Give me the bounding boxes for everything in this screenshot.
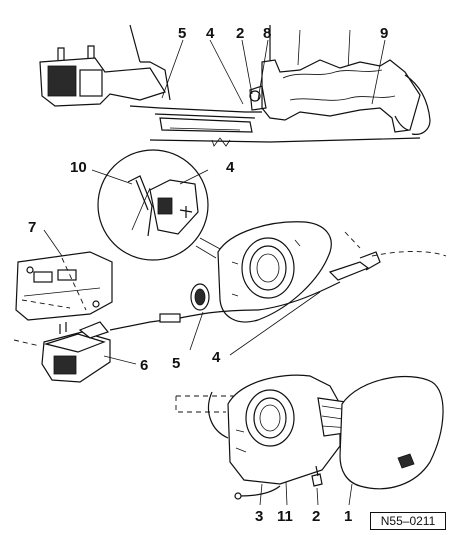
callout-6: 6 bbox=[140, 357, 148, 374]
callout-10: 10 bbox=[70, 159, 87, 176]
filler-housing-middle: 5 4 bbox=[109, 221, 447, 372]
body-section-view: 5 4 2 8 9 bbox=[39, 24, 431, 147]
callout-8-top: 8 bbox=[263, 25, 271, 42]
callout-4-middle: 4 bbox=[212, 349, 221, 366]
figure-reference-code: N55–0211 bbox=[370, 512, 446, 530]
callout-4-top: 4 bbox=[206, 25, 215, 42]
bracket-part-7: 7 bbox=[15, 219, 113, 321]
callout-5-middle: 5 bbox=[172, 355, 180, 372]
callout-3: 3 bbox=[255, 508, 263, 525]
detail-magnifier: 10 4 bbox=[70, 149, 235, 261]
callout-4-detail: 4 bbox=[226, 159, 235, 176]
callout-2-bottom: 2 bbox=[312, 508, 320, 525]
actuator-part-6: 6 bbox=[13, 321, 148, 383]
callout-2-top: 2 bbox=[236, 25, 244, 42]
callout-1: 1 bbox=[344, 508, 352, 525]
filler-flap-assembly: 3 11 2 1 bbox=[175, 374, 444, 525]
callout-11: 11 bbox=[277, 508, 293, 525]
callout-7: 7 bbox=[28, 219, 36, 236]
callout-9-top: 9 bbox=[380, 25, 388, 42]
callout-5-top: 5 bbox=[178, 25, 186, 42]
